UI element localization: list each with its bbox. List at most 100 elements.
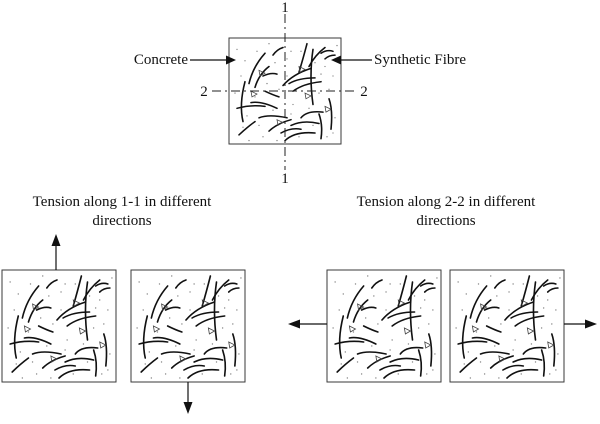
concrete-speckle (181, 323, 183, 325)
concrete-speckle (399, 283, 402, 285)
concrete-speckle (496, 295, 498, 297)
concrete-speckle (107, 369, 109, 371)
concrete-speckle (148, 351, 151, 353)
synthetic-fibre-strand (282, 67, 312, 87)
aggregate-particle (397, 299, 406, 307)
concrete-speckle (559, 277, 561, 279)
synthetic-fibre-strand (457, 340, 488, 345)
concrete-speckle (542, 307, 545, 309)
concrete-speckle (158, 283, 161, 285)
synthetic-fibre-strand (522, 346, 547, 355)
concrete-speckle (236, 48, 238, 51)
concrete-speckle (99, 299, 101, 301)
concrete-speckle (215, 361, 218, 363)
concrete-speckle (230, 373, 232, 375)
synthetic-fibre-strand (346, 285, 365, 319)
concrete-speckle (555, 369, 557, 371)
concrete-speckle (320, 73, 322, 75)
synthetic-fibre-strand (150, 285, 169, 319)
synthetic-fibre-strand (102, 333, 108, 367)
synthetic-fibre-strand (264, 90, 280, 98)
synthetic-fibre-strand (423, 287, 436, 293)
concrete-speckle (138, 281, 140, 283)
concrete-speckle (377, 323, 379, 325)
aggregate-particle (99, 341, 107, 349)
concrete-speckle (494, 345, 496, 347)
synthetic-fibre-strand (54, 364, 77, 371)
concrete-speckle (389, 283, 391, 285)
aggregate-particle (357, 303, 365, 311)
synthetic-fibre-strand (366, 355, 391, 369)
concrete-speckle (136, 327, 138, 329)
concrete-speckle (144, 363, 146, 365)
synthetic-fibre-strand (98, 287, 111, 293)
concrete-speckle (500, 323, 502, 325)
concrete-speckle (300, 50, 302, 52)
synthetic-fibre-strand (250, 101, 278, 110)
concrete-speckle (217, 295, 220, 297)
left-caption-line-1: Tension along 1-1 in different (33, 194, 212, 210)
synthetic-fibre-strand (240, 80, 246, 123)
concrete-speckle (367, 275, 369, 277)
aggregate-particle (23, 325, 32, 333)
fibre-texture (7, 275, 113, 379)
synthetic-fibre-strand (504, 301, 535, 321)
synthetic-fibre-strand (62, 311, 91, 319)
concrete-speckle (465, 293, 468, 295)
concrete-speckle (242, 126, 244, 128)
concrete-speckle (48, 295, 50, 297)
concrete-speckle (246, 115, 248, 117)
synthetic-fibre-strand (41, 355, 66, 369)
aggregate-particle (161, 303, 169, 311)
synthetic-fibre-strand (356, 351, 387, 355)
synthetic-fibre-strand (203, 346, 228, 355)
concrete-speckle (39, 317, 42, 319)
concrete-speckle (522, 283, 525, 285)
concrete-speckle (248, 139, 250, 142)
synthetic-fibre-strand (389, 357, 420, 363)
concrete-speckle (512, 283, 514, 285)
concrete-speckle (272, 109, 274, 111)
synthetic-fibre-strand (334, 340, 365, 345)
synthetic-fibre-strand (407, 279, 426, 301)
synthetic-fibre-strand (483, 306, 500, 311)
concrete-speckle (150, 377, 153, 379)
aggregate-particle (179, 355, 187, 363)
concrete-speckle (417, 327, 420, 329)
concrete-speckle (276, 139, 278, 142)
synthetic-fibre-strand (300, 110, 324, 119)
tension-arrow-down (183, 382, 193, 414)
concrete-speckle (354, 283, 357, 285)
concrete-speckle (240, 277, 242, 279)
concrete-speckle (238, 353, 240, 355)
synthetic-fibre-strand (370, 279, 383, 289)
synthetic-fibre-strand (272, 46, 284, 56)
concrete-speckle (27, 331, 30, 333)
synthetic-fibre-strand (221, 349, 227, 377)
concrete-speckle (228, 299, 230, 301)
concrete-speckle (42, 275, 44, 277)
concrete-speckle (286, 75, 288, 77)
synthetic-fibre-strand (64, 357, 95, 363)
concrete-speckle (236, 369, 238, 371)
concrete-speckle (346, 377, 349, 379)
synthetic-fibre-strand (31, 351, 62, 355)
concrete-speckle (17, 293, 20, 295)
synthetic-fibre-strand (324, 54, 336, 60)
synthetic-fibre-strand (66, 315, 97, 327)
aggregate-particle (547, 341, 555, 349)
concrete-speckle (318, 92, 320, 94)
section-mark-1-bottom: 1 (281, 171, 289, 187)
synthetic-fibre-strand (140, 357, 159, 373)
aggregate-particle (298, 65, 306, 73)
synthetic-fibre-strand (540, 349, 546, 377)
synthetic-fibre-strand (152, 336, 181, 345)
concrete-speckle (258, 124, 260, 127)
concrete-speckle (193, 283, 195, 285)
concrete-speckle (146, 293, 149, 295)
concrete-speckle (193, 349, 195, 351)
aggregate-particle (348, 325, 357, 333)
synthetic-fibre-strand (360, 306, 377, 311)
concrete-speckle (344, 351, 347, 353)
synthetic-fibre-strand (362, 325, 379, 333)
